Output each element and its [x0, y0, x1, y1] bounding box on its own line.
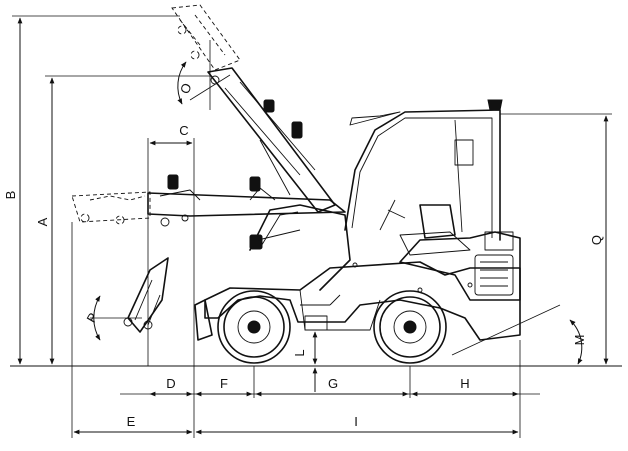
dim-e-label: E	[127, 414, 136, 429]
quick-hitch	[194, 299, 213, 341]
dim-g-label: G	[328, 376, 338, 391]
boom-horizontal	[147, 174, 346, 250]
boom-horizontal-ghost	[71, 191, 151, 225]
dim-h-label: H	[460, 376, 469, 391]
dim-l-label: L	[292, 349, 307, 356]
loader-drawing	[204, 99, 521, 341]
dim-i-label: I	[354, 414, 358, 429]
angle-m-label: M	[572, 335, 587, 346]
angle-p-label: P	[83, 310, 100, 325]
dim-q-label: Q	[589, 235, 604, 245]
front-wheel	[217, 290, 291, 364]
rear-wheel	[373, 290, 447, 364]
boom-raised-ghost	[171, 4, 241, 71]
dim-b-label: B	[3, 191, 18, 200]
dim-a-label: A	[35, 217, 50, 226]
tilted-attachment	[123, 257, 169, 333]
boom-raised	[207, 67, 336, 213]
dim-c-label: C	[179, 123, 188, 138]
dim-f-label: F	[220, 376, 228, 391]
angle-o-label: O	[177, 81, 195, 96]
dim-d-label: D	[166, 376, 175, 391]
